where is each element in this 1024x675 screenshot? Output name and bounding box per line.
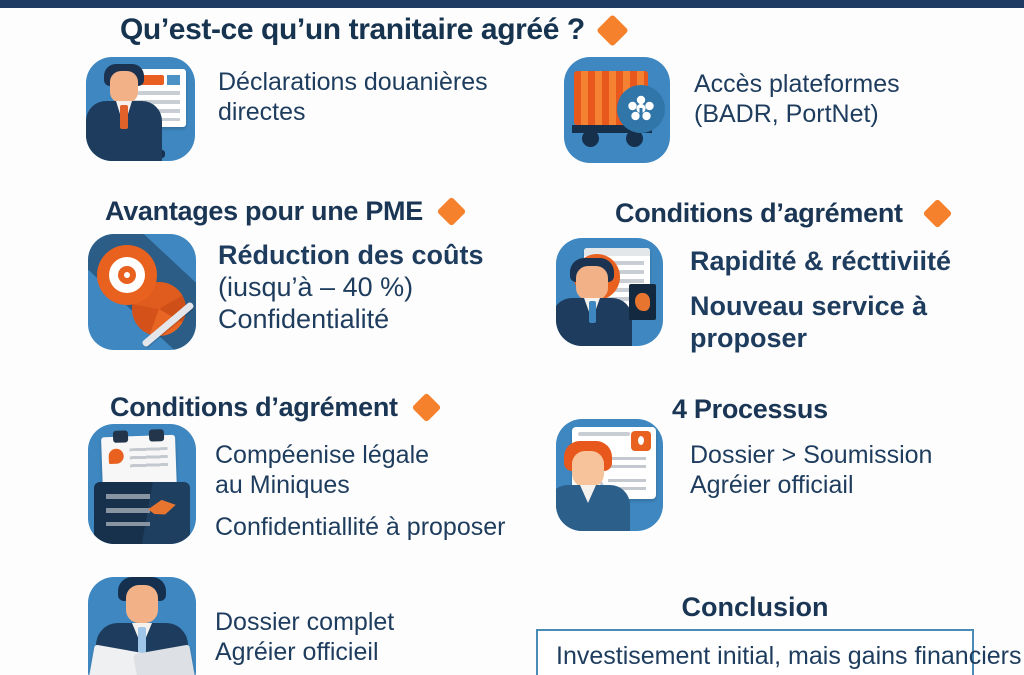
top-navy-bar — [0, 0, 1024, 8]
person-presentation-icon — [86, 57, 195, 161]
item-line-bold: proposer — [690, 322, 808, 353]
orange-diamond-icon — [436, 196, 467, 227]
conclusion-title: Conclusion — [681, 592, 829, 622]
item-line-bold: Nouveau service à — [690, 290, 928, 321]
item-line: Confidentiallité à proposer — [215, 513, 506, 541]
conclusion-box: Investisement initial, mais gains financ… — [536, 629, 1022, 675]
item-line: au Miniques — [215, 470, 350, 499]
item-line: Confidentialité — [218, 303, 390, 334]
item-dossier-soumission-text: Dossier > Soumission Agréier officiail — [690, 441, 932, 500]
item-acces-text: Accès plateformes (BADR, PortNet) — [694, 70, 900, 129]
cost-reduction-gears-icon — [88, 234, 196, 350]
item-competence-text: Compéenise légale au Miniques Confidenti… — [215, 441, 505, 543]
header-text: 4 Processus — [672, 394, 828, 424]
item-rapidite-text: Rapidité & récttiviité Nouveau service à… — [690, 246, 951, 355]
page-title-row: Qu’est-ce qu’un tranitaire agréé ? — [120, 13, 629, 47]
header-avantages: Avantages pour une PME — [105, 196, 467, 227]
header-text: Avantages pour une PME — [105, 196, 423, 226]
person-document-badge-icon — [556, 238, 663, 346]
item-declarations-text: Déclarations douanières directes — [218, 68, 488, 127]
orange-diamond-icon — [922, 198, 953, 229]
cargo-truck-icon — [564, 57, 670, 163]
header-conditions-left: Conditions d’agrément — [110, 392, 442, 423]
orange-flag-badge-icon — [631, 431, 651, 451]
conclusion-box-text: Investisement initial, mais gains financ… — [556, 642, 1022, 670]
item-line-bold: Rapidité & récttiviité — [690, 246, 952, 276]
item-line: directes — [218, 97, 306, 126]
item-line: Compéenise légale — [215, 441, 430, 469]
header-text: Conditions d’agrément — [615, 198, 903, 228]
flower-badge-icon — [617, 85, 665, 133]
item-line-bold: Réduction des coûts — [218, 240, 484, 270]
person-reading-icon — [88, 577, 196, 675]
orange-diamond-icon — [411, 392, 442, 423]
clipboard-folder-icon — [88, 424, 196, 544]
orange-diamond-icon — [596, 13, 629, 47]
item-line: Agréier officieil — [215, 637, 379, 666]
person-checklist-icon — [556, 419, 663, 531]
header-conditions-right: Conditions d’agrément — [615, 198, 953, 229]
item-line: Dossier > Soumission — [690, 441, 933, 469]
item-line: Agréier officiail — [690, 470, 854, 499]
page-title: Qu’est-ce qu’un tranitaire agréé ? — [120, 13, 585, 46]
item-line: (BADR, PortNet) — [694, 99, 879, 128]
item-line: Dossier complet — [215, 608, 395, 636]
small-badge-icon — [629, 284, 656, 320]
item-reduction-text: Réduction des coûts (iusqu’à – 40 %) Con… — [218, 240, 484, 336]
header-text: Conditions d’agrément — [110, 392, 398, 422]
item-line: Accès plateformes — [694, 70, 900, 98]
item-line: Déclarations douanières — [218, 68, 488, 96]
item-line: (iusqu’à – 40 %) — [218, 271, 414, 302]
item-dossier-complet-text: Dossier complet Agréier officieil — [215, 608, 394, 667]
header-processus: 4 Processus — [672, 394, 828, 425]
orange-bird-mark — [147, 497, 178, 518]
